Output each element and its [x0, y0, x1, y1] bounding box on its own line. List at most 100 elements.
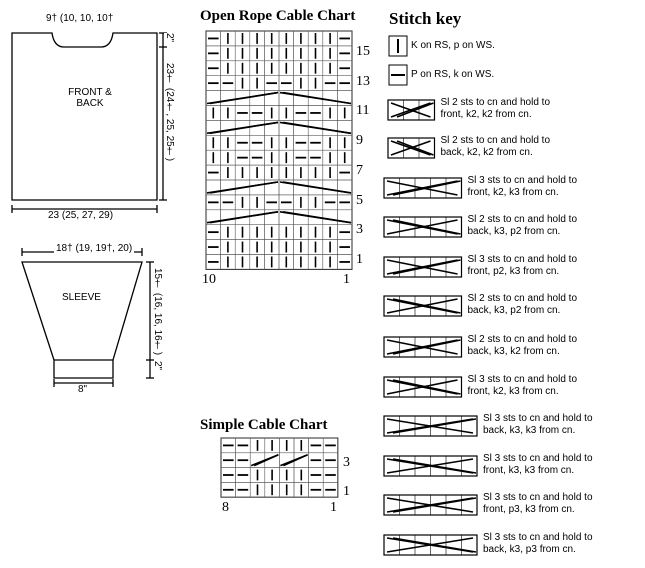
key-symbol-box: [383, 256, 463, 278]
open-rope-row-label: 9: [356, 133, 363, 149]
key-cable-line: [396, 140, 434, 156]
simple-cable-row-label: 1: [343, 484, 350, 499]
stitch-key-line: Sl 3 sts to cn and hold to: [483, 532, 593, 543]
stitch-key-line: back, k3, p2 from cn.: [467, 226, 561, 237]
key-cable-line: [392, 219, 461, 235]
key-cable-line: [392, 339, 461, 355]
front-length-label: 23† (24†, 25, 25†): [164, 63, 175, 162]
cable-cross: [283, 454, 308, 467]
stitch-key-line: back, k2, k2 from cn.: [440, 147, 533, 158]
key-cable-line: [392, 180, 461, 196]
stitch-key-line: Sl 3 sts to cn and hold to: [467, 254, 578, 265]
stitch-key-line: Sl 3 sts to cn and hold to: [483, 413, 593, 424]
front-neck-depth-label: 2": [164, 33, 175, 43]
key-symbol-box: [383, 336, 463, 358]
key-cable-line: [390, 140, 431, 156]
front-bottom-width-label: 23 (25, 27, 29): [46, 210, 116, 221]
sleeve-top-width-label: 18† (19, 19†, 20): [54, 243, 135, 254]
key-cable-line: [386, 379, 458, 395]
cable-cross: [282, 181, 352, 194]
open-rope-col-left: 10: [202, 272, 216, 287]
open-rope-row-label: 5: [356, 192, 363, 208]
cable-cross: [282, 121, 352, 135]
key-symbol-box: [387, 137, 436, 159]
cable-cross: [209, 121, 279, 135]
stitch-key-line: Sl 2 sts to cn and hold to: [440, 135, 551, 146]
front-back-label-line2: BACK: [76, 98, 104, 109]
stitch-key-line: front, k2, k2 from cn.: [440, 109, 532, 120]
key-symbol-box: [388, 64, 408, 86]
key-symbol-box: [387, 99, 436, 121]
stitch-key-line: back, k3, k2 from cn.: [467, 346, 560, 357]
key-symbol-box: [383, 376, 463, 398]
stitch-key-line: Sl 3 sts to cn and hold to: [483, 453, 593, 464]
sleeve-cuff-width-label: 8": [77, 384, 89, 395]
cable-cross: [209, 181, 279, 194]
key-symbol-box: [383, 177, 463, 199]
cable-cross: [282, 91, 352, 105]
sleeve-length-label: 15† (16, 16, 16†): [152, 268, 163, 356]
chart-cell: [322, 482, 339, 498]
sleeve-label: SLEEVE: [62, 292, 101, 303]
key-cable-line: [386, 180, 458, 196]
key-cable-line: [386, 537, 474, 553]
stitch-key-line: K on RS, p on WS.: [411, 40, 495, 51]
key-cable-line: [386, 339, 458, 355]
stitch-key-line: back, k3, p2 from cn.: [467, 305, 561, 316]
front-back-label: FRONT & BACK: [60, 87, 120, 109]
stitch-key-line: front, k3, k3 from cn.: [483, 465, 575, 476]
cable-cross: [209, 211, 279, 224]
chart-cell: [337, 254, 353, 270]
stitch-key-title: Stitch key: [389, 9, 462, 28]
open-rope-row-label: 1: [356, 251, 363, 267]
stitch-key-description: P on RS, k on WS.: [411, 69, 494, 81]
simple-cable-chart-title: Simple Cable Chart: [200, 417, 328, 433]
key-cable-line: [386, 219, 458, 235]
front-top-width-label: 9† (10, 10, 10†: [44, 13, 116, 24]
sleeve-cuff-depth-label: 2": [152, 361, 163, 371]
stitch-key-line: Sl 2 sts to cn and hold to: [467, 334, 578, 345]
open-rope-row-label: 11: [356, 103, 370, 119]
stitch-key-line: front, p2, k3 from cn.: [467, 266, 560, 277]
simple-cable-col-right: 1: [330, 500, 337, 515]
stitch-key-line: Sl 2 sts to cn and hold to: [440, 97, 551, 108]
cable-cross: [209, 91, 279, 105]
simple-cable-row-label: 3: [343, 455, 350, 470]
key-cable-line: [392, 379, 461, 395]
stitch-key-line: Sl 3 sts to cn and hold to: [483, 492, 593, 503]
stitch-key-line: Sl 2 sts to cn and hold to: [467, 214, 578, 225]
cable-cross: [282, 211, 352, 224]
stitch-key-line: P on RS, k on WS.: [411, 69, 495, 80]
key-cable-line: [386, 259, 458, 275]
open-rope-row-label: 15: [356, 44, 370, 59]
stitch-key-line: front, p3, k3 from cn.: [483, 504, 575, 515]
open-rope-chart-title: Open Rope Cable Chart: [200, 8, 356, 24]
key-cable-line: [392, 298, 461, 314]
stitch-key-line: front, k2, k3 from cn.: [467, 187, 559, 198]
stitch-key-description: K on RS, p on WS.: [411, 40, 495, 52]
open-rope-row-label: 3: [356, 222, 363, 238]
key-cable-line: [386, 418, 474, 434]
key-cable-line: [390, 102, 431, 118]
key-cable-line: [386, 458, 474, 474]
stitch-key-line: Sl 2 sts to cn and hold to: [467, 293, 578, 304]
simple-cable-col-left: 8: [222, 500, 229, 515]
stitch-key-line: Sl 3 sts to cn and hold to: [467, 175, 578, 186]
open-rope-row-label: 13: [356, 73, 370, 89]
